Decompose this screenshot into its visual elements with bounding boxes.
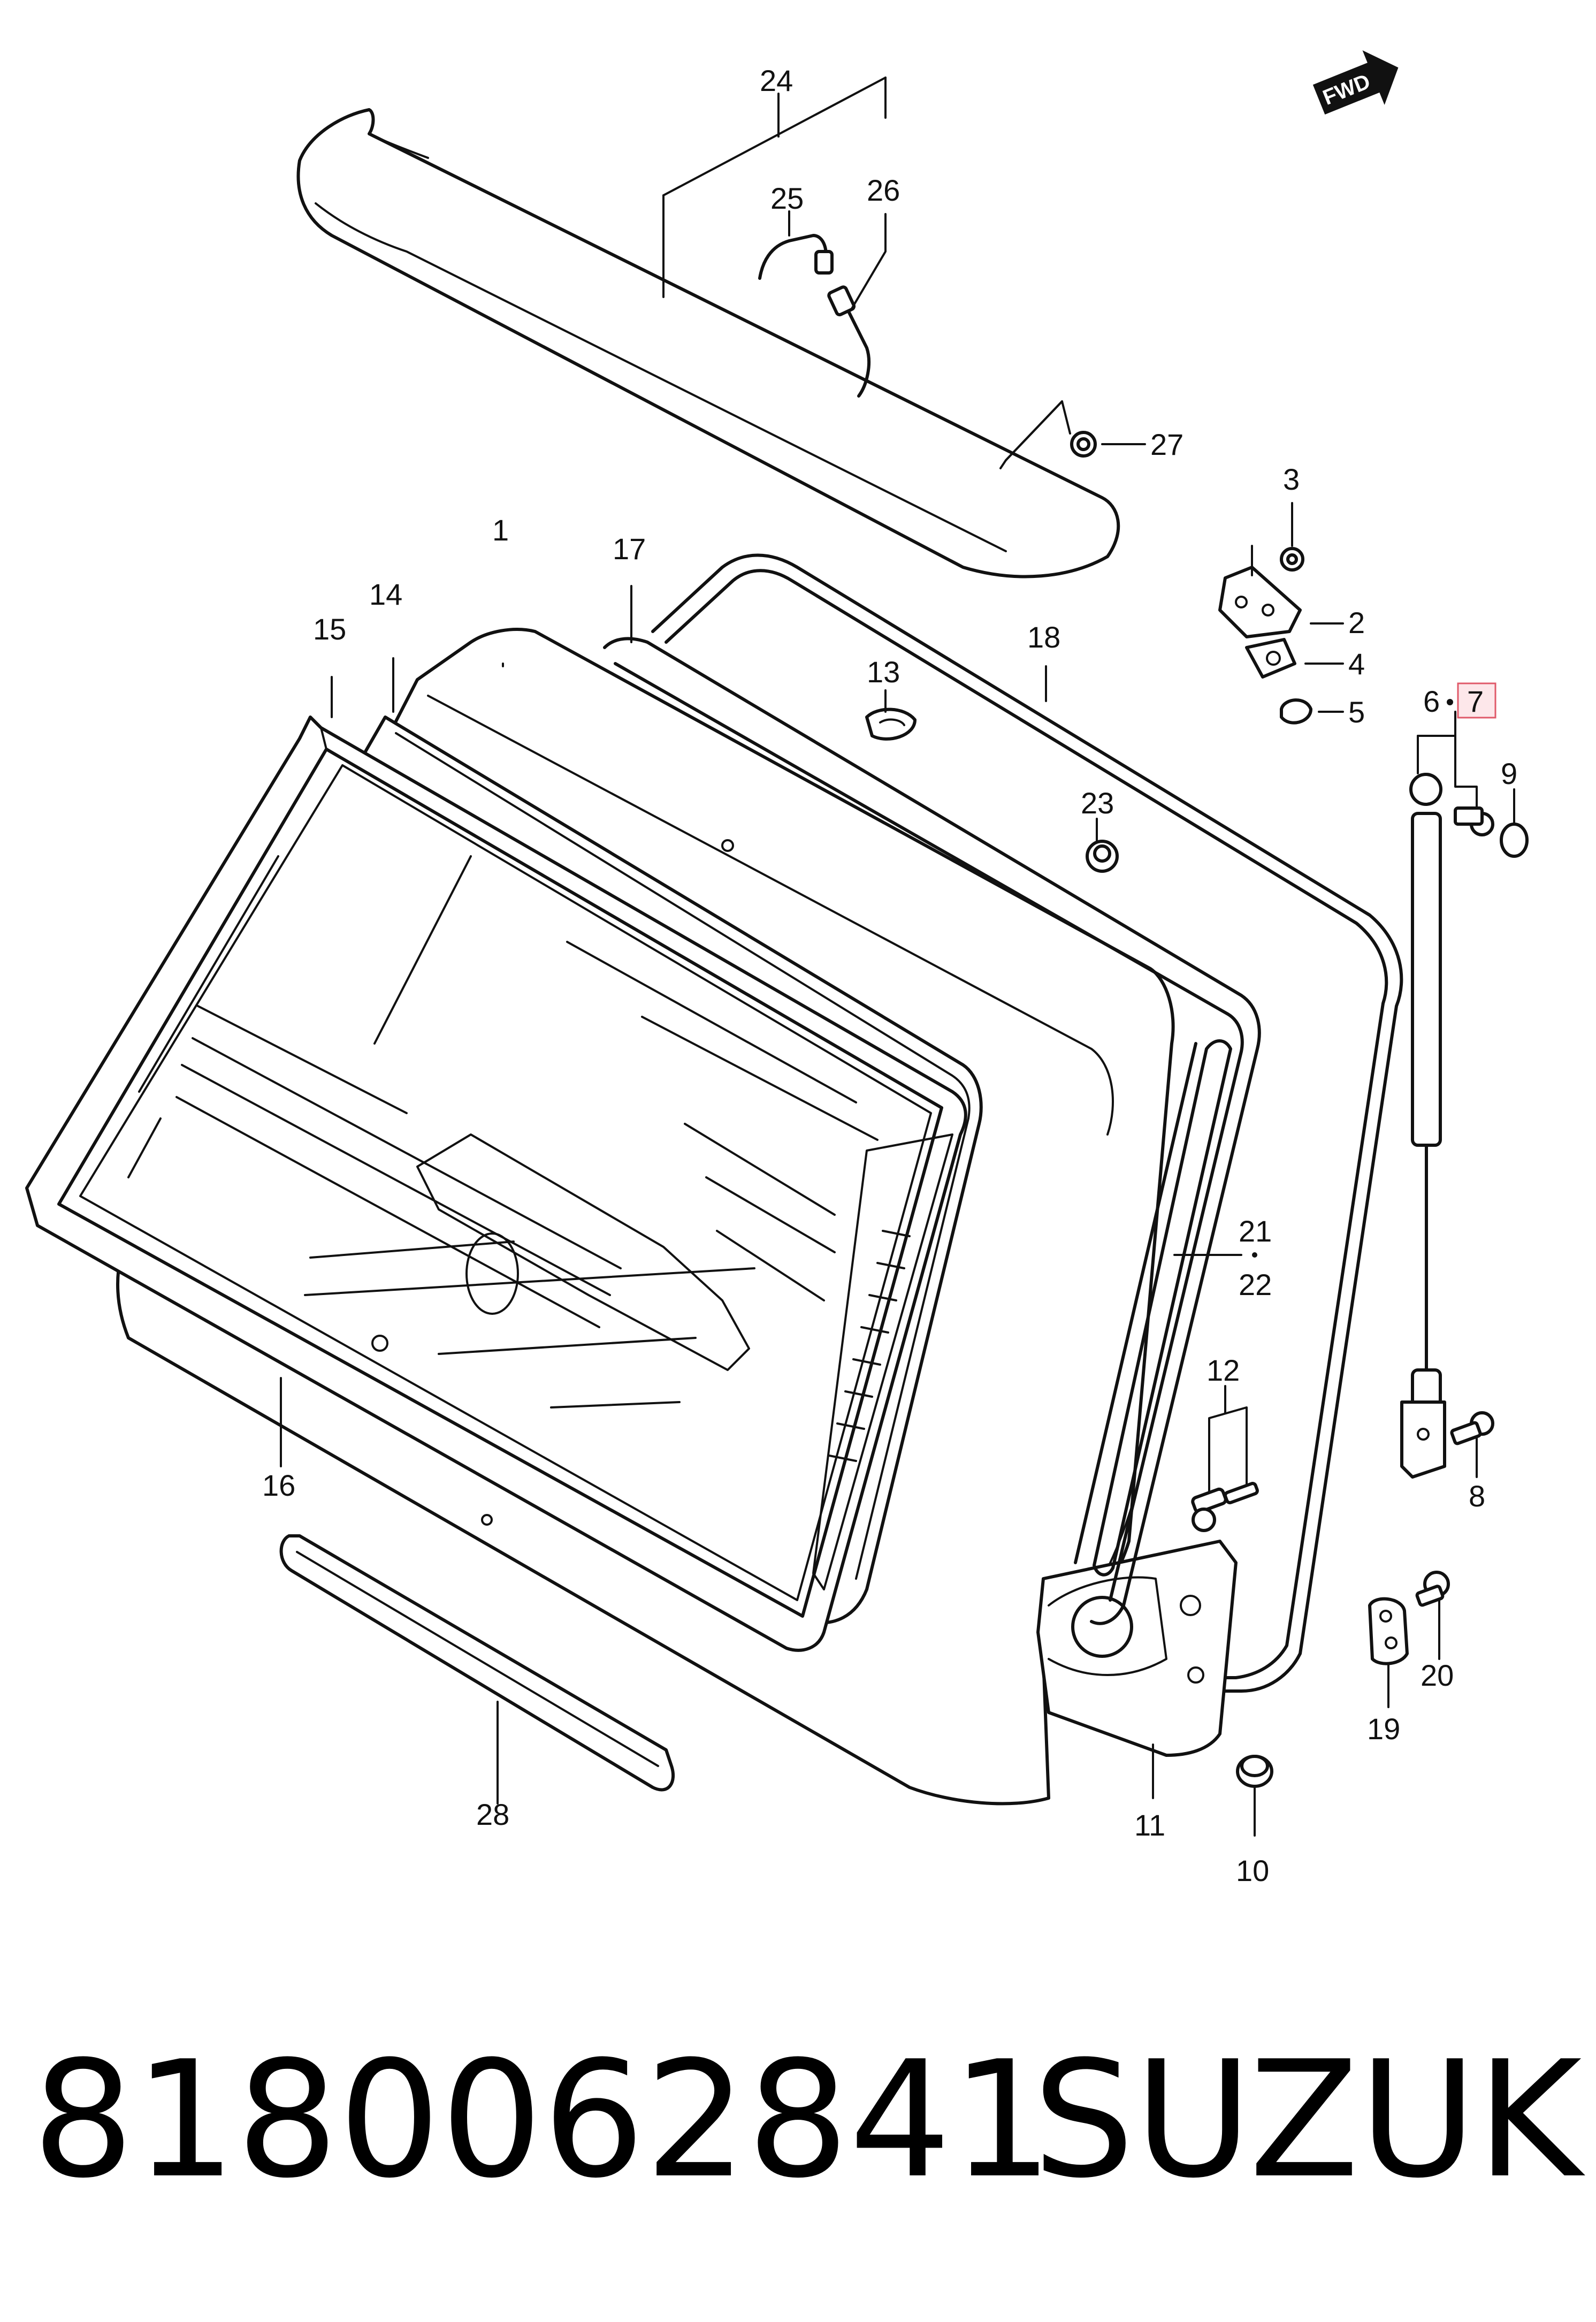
- callout-15: 15: [313, 612, 346, 646]
- inner-frame: [603, 585, 1261, 1625]
- glass-details: [127, 839, 953, 1590]
- callout-21: 21: [1239, 1214, 1272, 1248]
- callout-26: 26: [867, 173, 900, 207]
- side-strip: [1074, 1039, 1257, 1577]
- gas-strut: [1400, 711, 1529, 1479]
- callout-24: 24: [760, 64, 793, 97]
- rear-spoiler: [296, 108, 1120, 578]
- clip-12: [1191, 1385, 1259, 1532]
- washer-nozzle: [758, 210, 887, 398]
- callout-8: 8: [1469, 1479, 1485, 1513]
- callout-22: 22: [1239, 1268, 1272, 1301]
- brand-name: SUZUKI: [1033, 2027, 1596, 2213]
- door-hinge: [1218, 502, 1344, 725]
- callout-10: 10: [1236, 1854, 1269, 1887]
- callout-bracket-24: [662, 77, 887, 298]
- callout-20: 20: [1421, 1658, 1454, 1692]
- callout-12: 12: [1206, 1353, 1240, 1387]
- callout-labels: 24 25 26 27 3 2 4 5 6 7 9 8 1 17 18 13 2…: [262, 64, 1517, 1887]
- callout-27: 27: [1150, 428, 1183, 461]
- glass-moulding: [25, 676, 967, 1652]
- callout-13: 13: [867, 655, 900, 689]
- callout-14: 14: [369, 577, 402, 611]
- plug-23: [1086, 818, 1119, 873]
- part-number: 8180062841: [32, 2027, 1053, 2213]
- callout-23: 23: [1081, 786, 1114, 820]
- callout-11: 11: [1134, 1808, 1165, 1842]
- callout-17: 17: [613, 532, 646, 566]
- bracket-19: [1368, 1597, 1409, 1708]
- grommet-13: [865, 689, 917, 741]
- callout-6: 6: [1423, 684, 1440, 718]
- spoiler-nut: [999, 400, 1146, 469]
- callout-3: 3: [1283, 462, 1300, 496]
- callout-28: 28: [476, 1798, 509, 1831]
- callout-1: 1: [492, 513, 509, 547]
- bolt-20: [1415, 1571, 1450, 1660]
- bumper-10: [1236, 1755, 1273, 1837]
- footer-caption: 8180062841 SUZUKI: [32, 2027, 1596, 2213]
- door-lower-panel: [1036, 1540, 1238, 1799]
- callout-7: 7: [1467, 684, 1484, 718]
- callout-25: 25: [770, 181, 804, 215]
- callout-7-highlight: [1457, 682, 1496, 719]
- callout-9: 9: [1501, 757, 1517, 790]
- callout-18: 18: [1027, 620, 1060, 654]
- callout-16: 16: [262, 1468, 295, 1502]
- lower-garnish: [279, 1534, 675, 1805]
- callout-19: 19: [1367, 1712, 1400, 1746]
- weatherstrip: [651, 553, 1403, 1693]
- callout-5: 5: [1348, 695, 1365, 729]
- callout-4: 4: [1348, 647, 1365, 681]
- callout-2: 2: [1348, 606, 1365, 639]
- fwd-direction-badge: FWD: [1312, 50, 1399, 115]
- parts-diagram: FWD 24 25 26 27 3 2 4 5 6 7 9 8 1 17 18 …: [25, 50, 1529, 1887]
